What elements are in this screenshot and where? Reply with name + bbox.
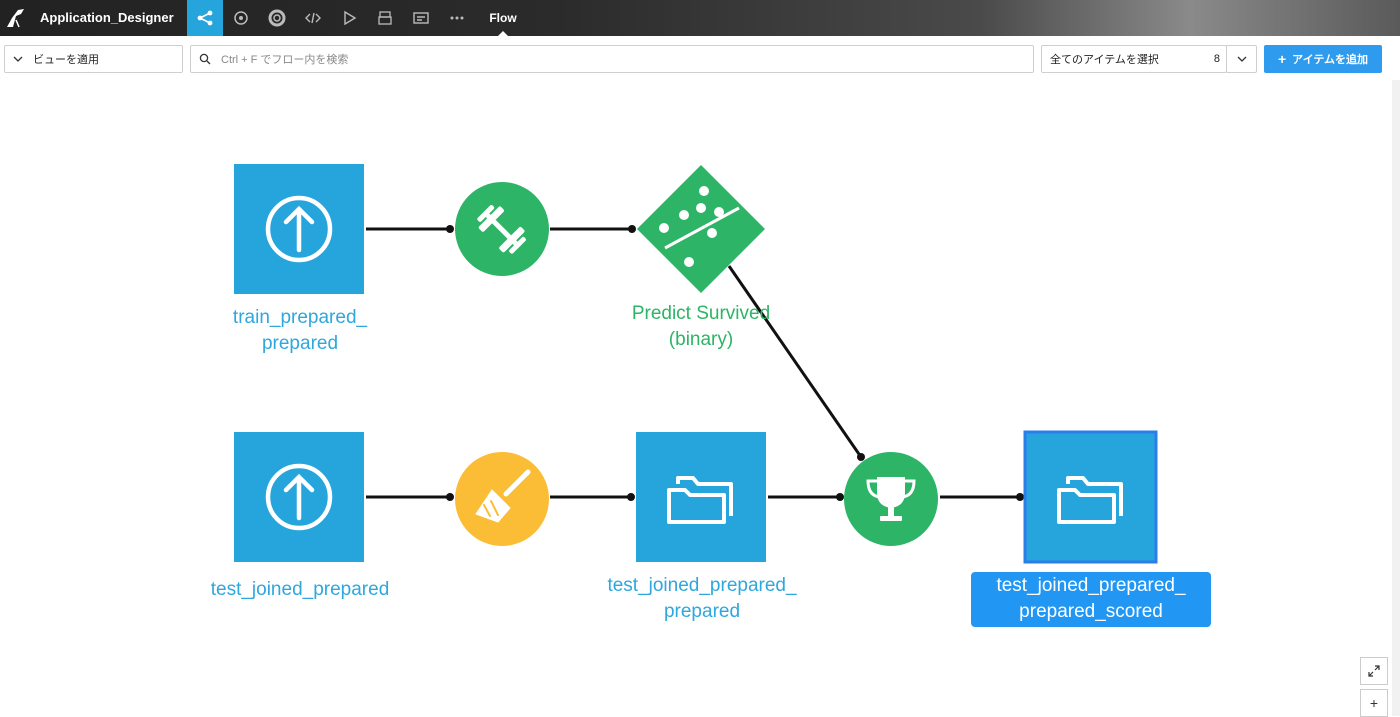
add-item-label: アイテムを追加 — [1292, 54, 1369, 66]
select-all-label: 全てのアイテムを選択 — [1050, 54, 1159, 66]
lab-nav-button[interactable] — [223, 0, 259, 36]
dashboard-icon — [413, 12, 429, 24]
train-recipe-node[interactable] — [455, 182, 549, 276]
plus-icon: + — [1277, 51, 1287, 67]
score-recipe-node[interactable] — [844, 452, 938, 546]
more-nav-button[interactable] — [439, 0, 475, 36]
dataset-label-train[interactable]: train_prepared_ prepared — [200, 305, 400, 357]
run-nav-button[interactable] — [331, 0, 367, 36]
zoom-in-button[interactable]: + — [1360, 689, 1388, 717]
prepare-broom-icon — [475, 469, 531, 523]
view-selector-label: ビューを適用 — [33, 54, 99, 66]
train-dumbbell-icon — [477, 205, 526, 254]
model-label-line2: (binary) — [668, 329, 734, 350]
active-tab-indicator — [498, 31, 508, 36]
dashboard-nav-button[interactable] — [403, 0, 439, 36]
folder-icon — [1057, 476, 1123, 524]
expand-icon — [1368, 665, 1380, 677]
dataset-label-train-line1: train_prepared_ — [232, 307, 368, 328]
top-navigation-bar: Application_Designer — [0, 0, 1400, 36]
dataset-node-test[interactable] — [234, 432, 364, 562]
flow-edges — [366, 227, 1020, 499]
flow-icon — [197, 10, 213, 26]
code-icon — [305, 12, 321, 24]
lifebuoy-icon — [268, 9, 286, 27]
tab-flow-label: Flow — [489, 11, 517, 25]
model-node[interactable] — [637, 165, 765, 293]
deploy-nav-button[interactable] — [367, 0, 403, 36]
play-icon — [344, 10, 357, 26]
folder-icon — [667, 476, 733, 524]
model-label[interactable]: Predict Survived (binary) — [596, 301, 806, 353]
dataset-label-train-line2: prepared — [261, 333, 339, 354]
stack-icon — [378, 11, 392, 25]
dataset-node-train[interactable] — [234, 164, 364, 294]
chevron-down-icon — [13, 56, 23, 62]
more-icon — [450, 16, 464, 20]
dataset-label-scored[interactable]: test_joined_prepared_ prepared_scored — [971, 572, 1211, 627]
score-trophy-icon — [866, 477, 916, 521]
search-placeholder: Ctrl + F でフロー内を検索 — [221, 54, 349, 66]
flow-nav-button[interactable] — [187, 0, 223, 36]
code-nav-button[interactable] — [295, 0, 331, 36]
fit-to-screen-button[interactable] — [1360, 657, 1388, 685]
dataset-label-scored-line1: test_joined_prepared_ — [996, 575, 1186, 596]
upload-icon — [265, 463, 333, 531]
lab-icon — [234, 11, 248, 25]
dataset-node-test-prepared[interactable] — [636, 432, 766, 562]
search-icon — [199, 53, 211, 65]
select-all-button[interactable]: 全てのアイテムを選択 8 — [1041, 45, 1227, 73]
dataset-label-test-prepared-line1: test_joined_prepared_ — [607, 575, 797, 596]
prepare-recipe-node[interactable] — [455, 452, 549, 546]
dataset-label-test-prepared[interactable]: test_joined_prepared_ prepared — [582, 573, 822, 625]
edge-model-to-score — [727, 265, 863, 458]
view-selector[interactable]: ビューを適用 — [4, 45, 183, 73]
add-item-button[interactable]: + アイテムを追加 — [1264, 45, 1382, 73]
tab-flow[interactable]: Flow — [480, 0, 526, 36]
flow-search-input[interactable]: Ctrl + F でフロー内を検索 — [190, 45, 1034, 73]
dataset-label-scored-line2: prepared_scored — [1019, 601, 1163, 622]
model-scatter-icon — [659, 186, 740, 267]
edge-endpoints — [446, 225, 1024, 501]
flow-canvas[interactable] — [0, 80, 1390, 716]
plus-icon: + — [1369, 695, 1379, 711]
select-dropdown-button[interactable] — [1226, 45, 1257, 73]
select-count: 8 — [1213, 53, 1220, 65]
project-title[interactable]: Application_Designer — [40, 10, 174, 25]
vertical-scrollbar[interactable] — [1392, 80, 1400, 716]
dataset-label-test-prepared-line2: prepared — [663, 601, 741, 622]
dataset-node-scored[interactable] — [1023, 430, 1158, 564]
model-label-line1: Predict Survived — [631, 303, 771, 324]
bird-logo-icon[interactable] — [4, 6, 28, 30]
upload-icon — [265, 195, 333, 263]
chevron-down-icon — [1237, 56, 1246, 62]
dataset-label-test[interactable]: test_joined_prepared — [210, 579, 390, 600]
help-nav-button[interactable] — [259, 0, 295, 36]
